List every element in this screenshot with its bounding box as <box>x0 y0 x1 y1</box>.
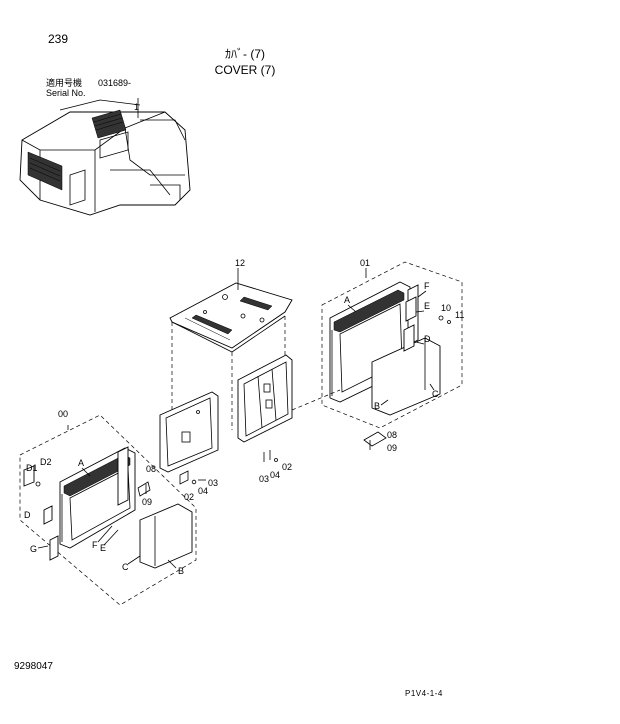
svg-text:1: 1 <box>134 102 139 112</box>
callout-03-left: 03 <box>208 478 218 488</box>
title-japanese: ｶﾊﾞ- (7) <box>225 47 265 61</box>
callout-A-right: A <box>344 295 350 305</box>
door-assembly-00 <box>19 414 197 606</box>
callout-G-left: G <box>30 544 37 554</box>
callout-01: 01 <box>360 258 370 268</box>
callout-00: 00 <box>58 409 68 419</box>
callout-08-left: 08 <box>146 464 156 474</box>
callout-F-left: F <box>92 540 98 550</box>
callout-04-left: 04 <box>198 486 208 496</box>
serial-label-english: Serial No. <box>46 88 86 98</box>
callout-D2-left: D2 <box>40 457 52 467</box>
callout-10: 10 <box>441 303 451 313</box>
callout-D-left: D <box>24 510 31 520</box>
door-assembly-01 <box>321 261 463 429</box>
callout-02-left: 02 <box>184 492 194 502</box>
serial-number-value: 031689- <box>98 78 132 88</box>
callout-12: 12 <box>235 258 245 268</box>
callout-A-left: A <box>78 458 84 468</box>
callout-D-right: D <box>424 334 431 344</box>
machine-overview-illustration: 1 <box>19 98 191 216</box>
callout-E-right: E <box>424 301 430 311</box>
side-plate <box>159 391 219 473</box>
callout-11: 11 <box>455 310 464 320</box>
callout-B-left: B <box>178 566 184 576</box>
callout-C-left: C <box>122 562 129 572</box>
callout-09-left: 09 <box>142 497 152 507</box>
page-number: 239 <box>48 32 69 46</box>
callout-02-middle: 02 <box>282 462 292 472</box>
callout-B-right: B <box>374 401 380 411</box>
inner-frame-panel <box>237 354 293 443</box>
callout-04-middle: 04 <box>270 470 280 480</box>
figure-code: P1V4-1-4 <box>405 689 443 698</box>
callout-08-right: 08 <box>387 430 397 440</box>
callout-03-middle: 03 <box>259 474 269 484</box>
title-english: COVER (7) <box>214 63 276 77</box>
roof-panel-12 <box>169 268 293 353</box>
callout-F-right: F <box>424 281 430 291</box>
serial-label-japanese: 適用号機 <box>46 78 83 88</box>
document-number: 9298047 <box>14 661 53 672</box>
callout-09-right: 09 <box>387 443 397 453</box>
callout-C-right: C <box>432 389 439 399</box>
callout-D1-left: D1 <box>26 463 38 473</box>
callout-E-left: E <box>100 543 106 553</box>
